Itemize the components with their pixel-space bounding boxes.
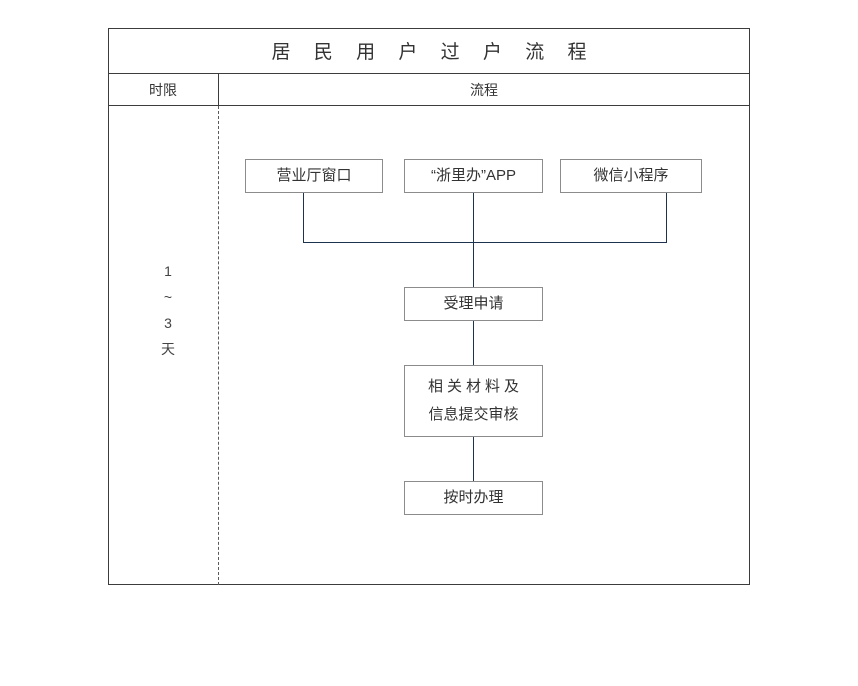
body-column-divider (218, 106, 219, 585)
page-title: 居 民 用 户 过 户 流 程 (271, 42, 596, 63)
flow-node-label: “浙里办”APP (430, 167, 516, 184)
flow-node-label-line-2: 信息提交审核 (428, 406, 519, 423)
flow-node-label: 按时办理 (443, 489, 504, 506)
duration-value: 1 ~ 3 天 (118, 258, 218, 362)
connector-merge-to-accept (473, 242, 475, 287)
flow-node-wechat-miniprogram[interactable]: 微信小程序 (560, 159, 702, 193)
connector-merge-bar (303, 242, 667, 244)
table-header-row: 时限 流程 (108, 74, 750, 106)
connector-accept-to-materials (473, 321, 475, 365)
flow-node-zhelib-app[interactable]: “浙里办”APP (404, 159, 543, 193)
flow-node-label: 受理申请 (443, 295, 504, 312)
duration-line-3: 3 (164, 315, 172, 331)
flow-node-accept-application[interactable]: 受理申请 (404, 287, 543, 321)
flow-node-submit-materials-review[interactable]: 相关材料及 信息提交审核 (404, 365, 543, 437)
duration-line-4: 天 (161, 341, 175, 357)
title-row: 居 民 用 户 过 户 流 程 (108, 28, 750, 74)
connector-materials-to-ontime (473, 437, 475, 481)
connector-app-down (473, 193, 475, 243)
flow-node-process-on-time[interactable]: 按时办理 (404, 481, 543, 515)
column-header-flow: 流程 (470, 81, 498, 98)
flow-node-label: 营业厅窗口 (276, 167, 352, 184)
connector-window-down (303, 193, 305, 243)
header-column-divider (218, 74, 219, 105)
duration-line-1: 1 (164, 263, 172, 279)
duration-line-2: ~ (163, 289, 173, 305)
flow-node-label: 微信小程序 (593, 167, 669, 184)
flow-node-service-hall-window[interactable]: 营业厅窗口 (245, 159, 383, 193)
column-header-duration: 时限 (149, 81, 177, 98)
connector-miniprogram-down (666, 193, 668, 243)
flow-node-label-line-1: 相关材料及 (427, 378, 523, 395)
